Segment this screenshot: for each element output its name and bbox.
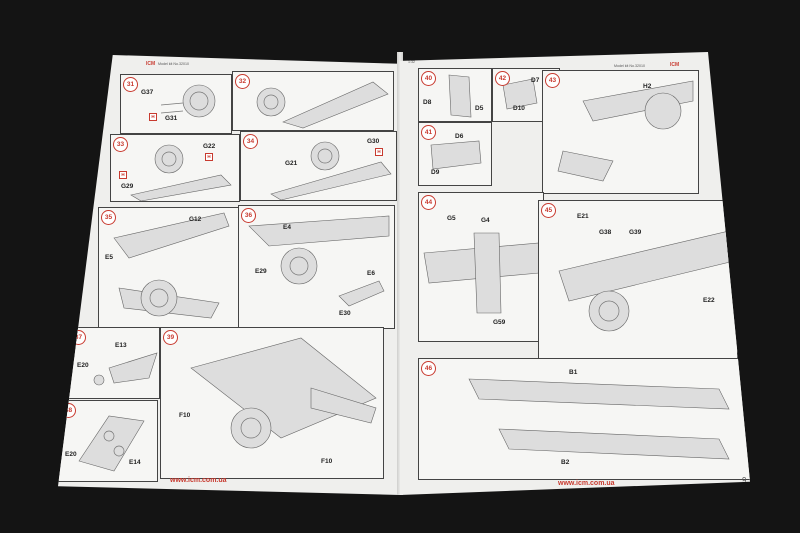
part-label: E30 — [339, 310, 351, 317]
page-number: 9 — [742, 476, 747, 485]
part-label: G12 — [189, 216, 202, 223]
footer-website: www.icm.com.ua — [170, 477, 227, 484]
step-45-panel: 45 E21 G38 G39 E22 — [538, 200, 738, 362]
part-label: E14 — [129, 459, 141, 466]
brand-logo: ICM — [146, 61, 156, 67]
step-31-panel: 31 G37 G31 H — [120, 74, 232, 134]
step-number: 35 — [101, 210, 116, 225]
part-label: D6 — [455, 133, 464, 140]
part-label: G38 — [599, 229, 612, 236]
part-label: B1 — [569, 369, 578, 376]
part-label: G4 — [481, 217, 490, 224]
page-number: 8 — [40, 473, 45, 482]
part-label: D10 — [513, 105, 525, 112]
step-number: 32 — [235, 74, 250, 89]
step-41-panel: 41 D6 D9 — [418, 122, 492, 186]
step-34-panel: 34 G30 H G21 — [240, 131, 397, 201]
step-number: 42 — [495, 71, 510, 86]
part-label: G31 — [165, 115, 178, 122]
step-number: 39 — [163, 330, 178, 345]
paint-code-box: H — [375, 148, 383, 156]
step-32-panel: 32 — [232, 71, 394, 131]
part-label: D7 — [531, 77, 540, 84]
step-36-panel: 36 E4 E29 E6 E30 — [238, 205, 395, 329]
step-44-panel: 44 G5 G4 G59 — [418, 192, 544, 342]
step-38-panel: 38 E20 E14 — [58, 400, 158, 482]
step-43-panel: 43 H2 — [542, 70, 699, 194]
part-label: D5 — [475, 105, 484, 112]
step-35-panel: 35 G12 E5 — [98, 207, 240, 329]
left-kit-number: Model kit No.32010 — [158, 62, 189, 66]
step-37-panel: 37 E13 E20 — [68, 327, 160, 399]
footer-website: www.icm.com.ua — [558, 480, 615, 487]
part-label: E21 — [577, 213, 589, 220]
part-label: F10 — [321, 458, 333, 465]
paint-code-box: H — [149, 113, 157, 121]
part-label: F10 — [179, 412, 191, 419]
step-46-panel: 46 B1 B2 — [418, 358, 750, 480]
part-label: G29 — [121, 183, 134, 190]
part-label: G5 — [447, 215, 456, 222]
step-number: 41 — [421, 125, 436, 140]
part-label: B2 — [561, 459, 570, 466]
scale-label: 1:32 — [408, 60, 415, 64]
part-label: G59 — [493, 319, 506, 326]
left-page: ICM Model kit No.32010 31 G37 G31 H 32 3… — [58, 55, 400, 495]
step-number: 36 — [241, 208, 256, 223]
step-number: 34 — [243, 134, 258, 149]
part-label: E6 — [367, 270, 375, 277]
part-label: G39 — [629, 229, 642, 236]
right-kit-number: Model kit No.32010 — [614, 64, 645, 68]
part-label: G37 — [141, 89, 154, 96]
part-label: E22 — [703, 297, 715, 304]
part-label: E13 — [115, 342, 127, 349]
step-number: 37 — [71, 330, 86, 345]
part-label: G30 — [367, 138, 380, 145]
part-label: D9 — [431, 169, 440, 176]
step-number: 44 — [421, 195, 436, 210]
part-label: D8 — [423, 99, 432, 106]
step-number: 33 — [113, 137, 128, 152]
brand-logo: ICM — [670, 62, 680, 68]
step-number: 46 — [421, 361, 436, 376]
step-number: 38 — [61, 403, 76, 418]
part-label: E5 — [105, 254, 113, 261]
step-33-panel: 33 G22 H H G29 — [110, 134, 240, 202]
step-number: 40 — [421, 71, 436, 86]
right-page: ICM Model kit No.32010 1:32 40 D8 D5 42 … — [400, 52, 750, 495]
part-label: E20 — [77, 362, 89, 369]
step-number: 45 — [541, 203, 556, 218]
part-label: G22 — [203, 143, 216, 150]
paint-code-box: H — [205, 153, 213, 161]
part-label: E20 — [65, 451, 77, 458]
part-label: H2 — [643, 83, 652, 90]
part-label: E4 — [283, 224, 291, 231]
part-label: G21 — [285, 160, 298, 167]
step-39-panel: 39 F10 F10 — [160, 327, 384, 479]
step-40-panel: 40 D8 D5 — [418, 68, 492, 122]
step-number: 31 — [123, 77, 138, 92]
paint-code-box: H — [119, 171, 127, 179]
part-label: E29 — [255, 268, 267, 275]
step-number: 43 — [545, 73, 560, 88]
